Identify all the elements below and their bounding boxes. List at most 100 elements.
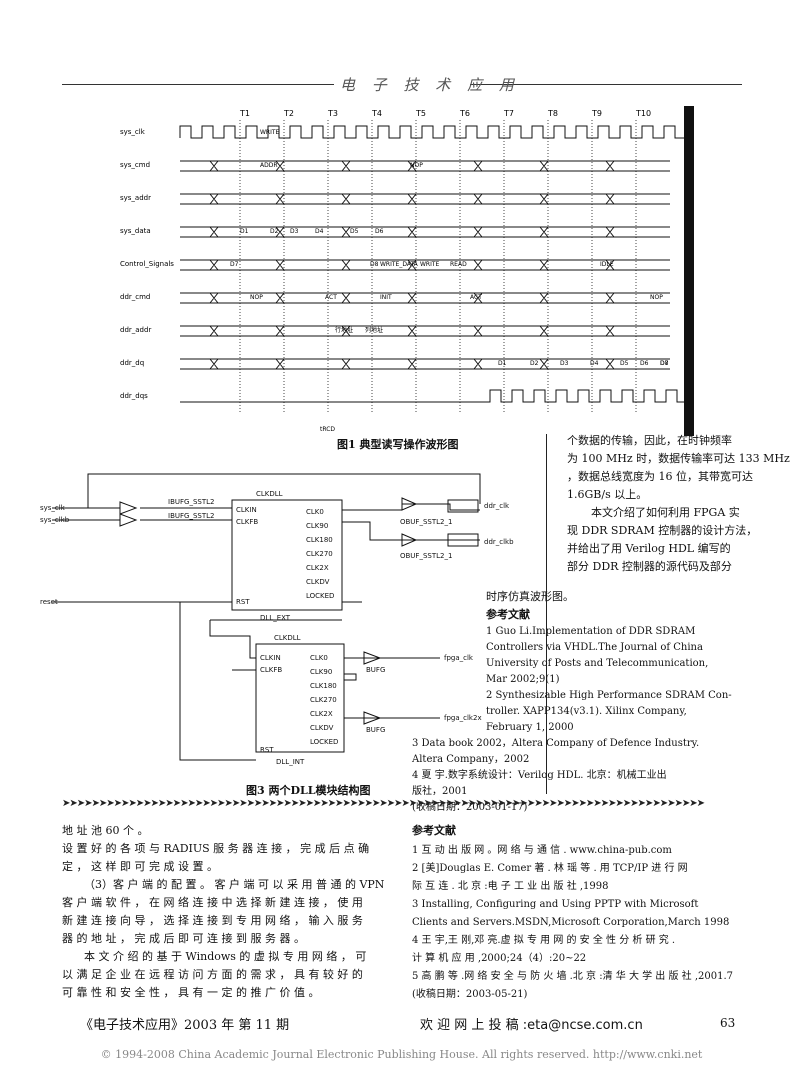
copyright-footer: © 1994-2008 China Academic Journal Elect…	[100, 1048, 703, 1061]
received-date: (收稿日期：2003-01-17)	[412, 802, 528, 813]
waveform-annotation: D7	[660, 360, 669, 367]
buffer-label: IBUFG_SSTL2	[168, 498, 214, 506]
waveform-annotation: D5	[350, 228, 359, 235]
block-title: CLKDLL	[274, 634, 301, 642]
pin-label: CLKIN	[236, 506, 257, 514]
pin-label: CLK180	[310, 682, 337, 690]
waveform-annotation: D3	[290, 228, 299, 235]
buffer-label: OBUF_SSTL2_1	[400, 552, 452, 560]
waveform-annotation: D2	[270, 228, 279, 235]
timing-label: T3	[327, 109, 338, 118]
pin-label: CLK270	[306, 550, 333, 558]
input-label: sys_clkb	[40, 516, 70, 524]
header-rule-right	[470, 84, 742, 85]
signal-label: sys_clk	[120, 128, 146, 136]
timing-label: T8	[547, 109, 558, 118]
reference-line: Clients and Servers.MSDN,Microsoft Corpo…	[412, 917, 730, 928]
right-column-text: 个数据的传输，因此，在时钟频率 为 100 MHz 时，数据传输率可达 133 …	[567, 432, 790, 576]
waveform-annotation: READ	[450, 261, 467, 268]
output-label: fpga_clk	[444, 654, 474, 662]
section-separator: ➤➤➤➤➤➤➤➤➤➤➤➤➤➤➤➤➤➤➤➤➤➤➤➤➤➤➤➤➤➤➤➤➤➤➤➤➤➤➤➤…	[62, 798, 705, 809]
pin-label: CLKIN	[260, 654, 281, 662]
figure2-labels: sys_clksys_clkbresetCLKDLLCLKINCLKFBRSTC…	[40, 490, 514, 766]
reference-line: 3 Data book 2002，Altera Company of Defen…	[412, 738, 700, 749]
bottom-left-column: 地 址 池 60 个 。 设 置 好 的 各 项 与 RADIUS 服 务 器 …	[62, 822, 392, 1002]
output-label: fpga_clk2x	[444, 714, 482, 722]
reference-line: 版社，2001	[412, 786, 468, 797]
waveform-annotation: D2	[530, 360, 539, 367]
waveforms	[179, 120, 684, 414]
references-list-2: 1 互 动 出 版 网 。网 络 与 通 信 . www.china-pub.c…	[412, 842, 752, 1004]
references-heading-2: 参考文献	[412, 824, 456, 837]
signal-label: ddr_addr	[120, 326, 151, 334]
pin-label: CLKDV	[306, 578, 330, 586]
pin-label: LOCKED	[306, 592, 334, 600]
body-line: 并给出了用 Verilog HDL 编写的	[567, 542, 731, 555]
figure2-dll-diagram: sys_clksys_clkbresetCLKDLLCLKINCLKFBRSTC…	[40, 473, 514, 766]
reference-line: February 1, 2000	[486, 722, 574, 733]
page-number: 63	[720, 1016, 736, 1030]
timing-label: T6	[459, 109, 470, 118]
waveform-annotation: ADDR	[260, 162, 278, 169]
references-list-cont: 3 Data book 2002，Altera Company of Defen…	[412, 736, 752, 816]
submission-email[interactable]: 欢 迎 网 上 投 稿 :eta@ncse.com.cn	[420, 1018, 643, 1033]
body-line: 可 靠 性 和 安 全 性 ， 具 有 一 定 的 推 广 价 值 。	[62, 986, 320, 999]
right-column-tail: 时序仿真波形图。	[486, 590, 574, 603]
reference-line: 际 互 连 . 北 京 :电 子 工 业 出 版 社 ,1998	[412, 881, 609, 892]
dll-int-block	[255, 643, 345, 753]
waveform-annotation: NOP	[250, 294, 263, 301]
pin-label: CLKDV	[310, 724, 334, 732]
input-label: reset	[40, 598, 58, 606]
pin-label: RST	[236, 598, 250, 606]
body-line: 地 址 池 60 个 。	[62, 824, 149, 837]
pin-label: CLK90	[306, 522, 328, 530]
waveform-annotation: D4	[590, 360, 599, 367]
waveform-annotation: D3	[560, 360, 569, 367]
pin-label: LOCKED	[310, 738, 338, 746]
signal-label: ddr_dqs	[120, 392, 148, 400]
input-label: sys_clk	[40, 504, 66, 512]
timing-label: T10	[635, 109, 651, 118]
block-name: DLL_EXT	[260, 614, 291, 622]
waveform-annotation: WRITE	[420, 261, 440, 268]
body-line: 本 文 介 绍 的 基 于 Windows 的 虚 拟 专 用 网 络 ， 可	[84, 950, 367, 963]
buffer-label: IBUFG_SSTL2	[168, 512, 214, 520]
body-line: 现 DDR SDRAM 控制器的设计方法，	[567, 524, 758, 537]
signal-label: Control_Signals	[120, 260, 174, 268]
signal-label: sys_data	[120, 227, 151, 235]
body-line: （3）客 户 端 的 配 置 。 客 户 端 可 以 采 用 普 通 的 VPN	[84, 878, 385, 891]
pin-label: CLK0	[310, 654, 328, 662]
pin-label: CLK2X	[310, 710, 333, 718]
waveform-annotation: IDLE	[600, 261, 614, 268]
output-label: ddr_clkb	[484, 538, 514, 546]
waveform-annotation: D8	[660, 360, 669, 367]
column-divider	[546, 434, 547, 794]
waveform	[180, 160, 670, 172]
waveform	[180, 358, 670, 370]
waveform-annotation: D8	[370, 261, 379, 268]
buffer-label: OBUF_SSTL2_1	[400, 518, 452, 526]
waveform-annotation: 列地址	[365, 326, 383, 334]
block-name: DLL_INT	[276, 758, 305, 766]
timing-label: T7	[503, 109, 514, 118]
dll-ext-block	[231, 499, 343, 611]
buffer-label: BUFG	[366, 726, 385, 734]
decorative-black-bar	[684, 106, 694, 436]
waveform	[180, 292, 670, 304]
signal-label: sys_cmd	[120, 161, 150, 169]
body-line: 定 ， 这 样 即 可 完 成 设 置 。	[62, 860, 218, 873]
figure2-caption: 图3 两个DLL模块结构图	[246, 784, 371, 797]
body-line: 部分 DDR 控制器的源代码及部分	[567, 560, 732, 573]
reference-line: 5 高 鹏 等 .网 络 安 全 与 防 火 墙 .北 京 :清 华 大 学 出…	[412, 971, 734, 982]
references-list: 1 Guo Li.Implementation of DDR SDRAM Con…	[486, 624, 746, 736]
block-title: CLKDLL	[256, 490, 283, 498]
timing-label: T1	[239, 109, 250, 118]
waveform-annotation: D6	[375, 228, 384, 235]
pin-label: CLK0	[306, 508, 324, 516]
timing-label: T5	[415, 109, 426, 118]
reference-line: troller. XAPP134(v3.1). Xilinx Company,	[486, 706, 687, 717]
reference-line: 3 Installing, Configuring and Using PPTP…	[412, 899, 699, 910]
body-line: 个数据的传输，因此，在时钟频率	[567, 434, 732, 447]
